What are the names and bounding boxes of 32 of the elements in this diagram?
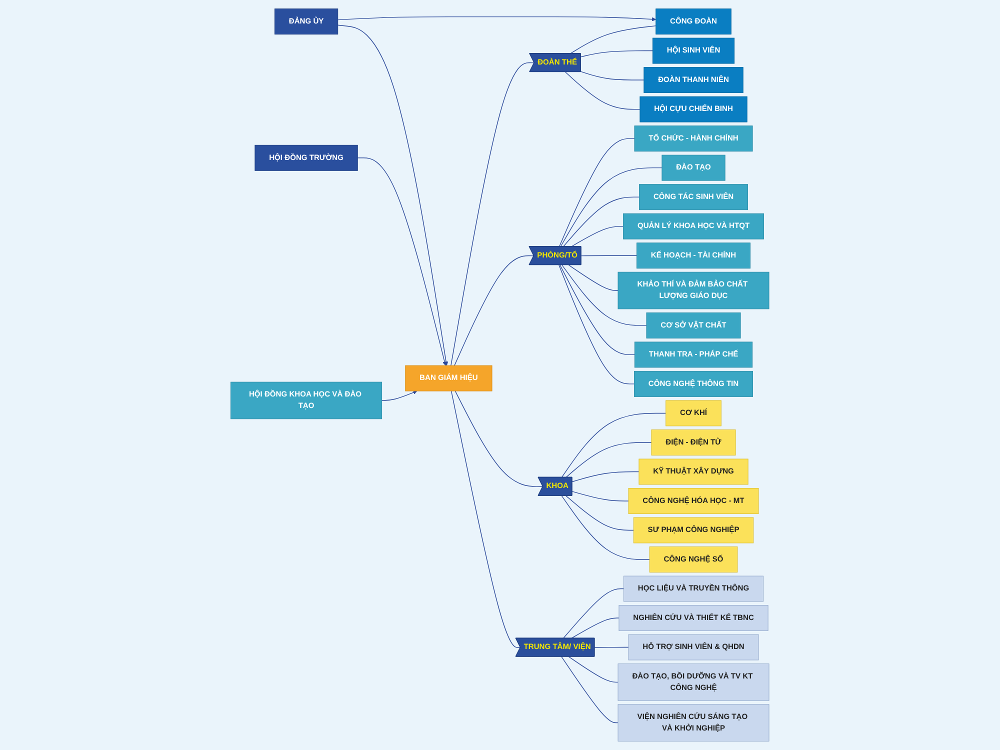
connector xyxy=(566,442,652,478)
arrow xyxy=(382,390,418,401)
connector xyxy=(560,167,662,247)
arrow xyxy=(357,158,447,366)
connector xyxy=(561,495,650,560)
connector xyxy=(572,471,640,482)
connector xyxy=(566,495,634,531)
connector xyxy=(568,264,618,291)
connector xyxy=(594,646,629,648)
connector xyxy=(571,618,620,639)
connector xyxy=(561,412,666,478)
connector xyxy=(558,264,635,384)
connector xyxy=(454,255,534,366)
connector xyxy=(563,196,640,247)
connector xyxy=(563,588,624,639)
connector xyxy=(580,255,638,256)
connector xyxy=(561,656,618,724)
connector xyxy=(571,226,624,247)
connector xyxy=(565,72,640,110)
connector xyxy=(451,390,521,648)
connector xyxy=(570,25,656,54)
connector xyxy=(454,390,544,487)
connector xyxy=(572,491,629,502)
connector xyxy=(580,50,654,58)
connector xyxy=(560,264,636,356)
connector xyxy=(580,71,644,80)
connector xyxy=(568,656,618,683)
connector xyxy=(450,62,535,366)
arrow xyxy=(338,16,656,22)
connector xyxy=(559,138,635,247)
arrow xyxy=(338,24,448,366)
connector xyxy=(562,264,647,326)
